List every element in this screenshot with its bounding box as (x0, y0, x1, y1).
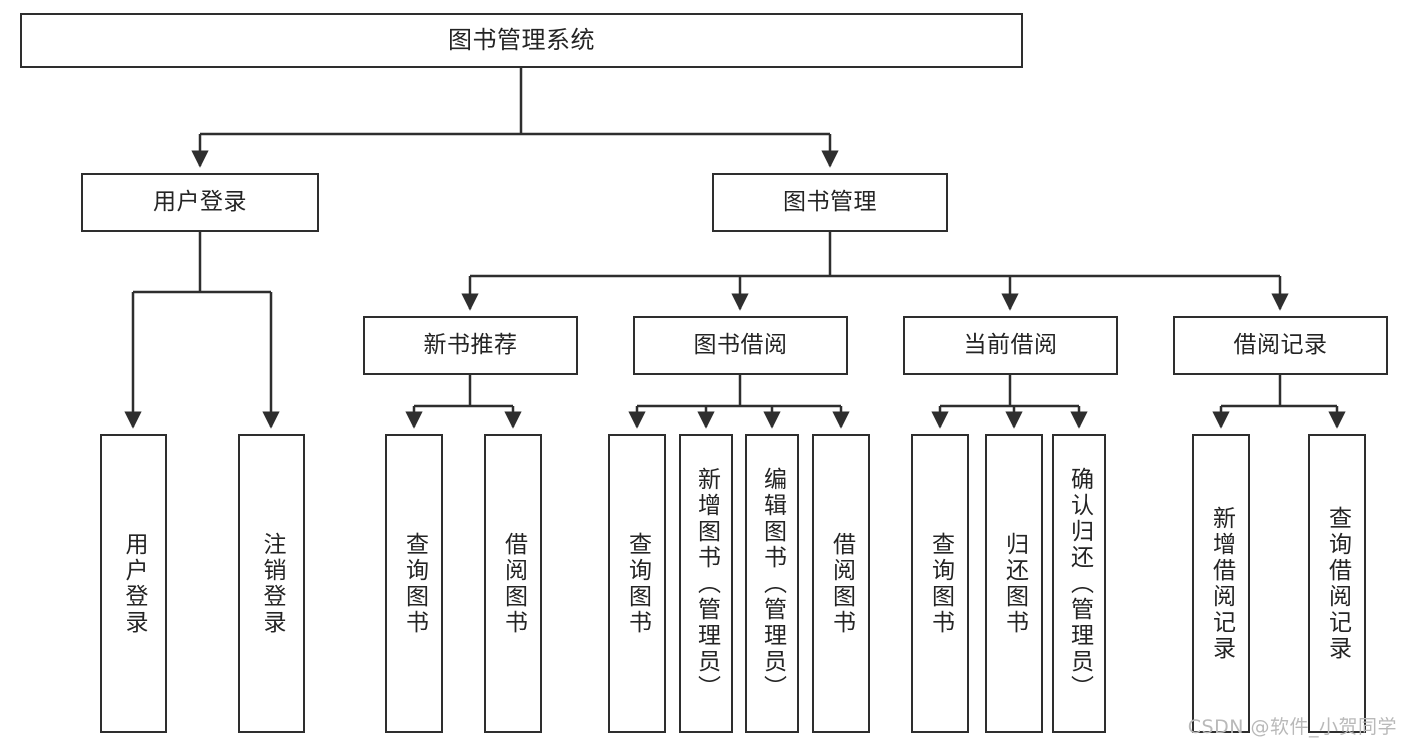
node-leaf-add-book-admin[interactable]: 新增图书（管理员） (679, 434, 733, 733)
node-book-management-label: 图书管理 (783, 189, 877, 216)
node-leaf-query-book-newbook-label: 查询图书 (401, 531, 428, 636)
node-leaf-edit-book-admin[interactable]: 编辑图书（管理员） (745, 434, 799, 733)
node-leaf-add-borrow-record[interactable]: 新增借阅记录 (1192, 434, 1250, 733)
node-leaf-return-book[interactable]: 归还图书 (985, 434, 1043, 733)
node-root[interactable]: 图书管理系统 (20, 13, 1023, 68)
node-borrow-records-label: 借阅记录 (1233, 332, 1328, 359)
node-leaf-confirm-return-admin[interactable]: 确认归还（管理员） (1052, 434, 1106, 733)
node-leaf-logout[interactable]: 注销登录 (238, 434, 305, 733)
node-leaf-query-book-borrow-label: 查询图书 (624, 531, 651, 636)
node-book-borrow[interactable]: 图书借阅 (633, 316, 848, 375)
node-new-book-recommend-label: 新书推荐 (423, 332, 518, 359)
node-book-borrow-label: 图书借阅 (693, 332, 788, 359)
node-root-label: 图书管理系统 (448, 25, 595, 54)
node-leaf-query-book-current-label: 查询图书 (927, 531, 954, 636)
node-new-book-recommend[interactable]: 新书推荐 (363, 316, 578, 375)
node-leaf-logout-label: 注销登录 (259, 531, 285, 636)
node-leaf-query-borrow-record[interactable]: 查询借阅记录 (1308, 434, 1366, 733)
node-leaf-borrow-book-newbook-label: 借阅图书 (500, 531, 527, 636)
node-current-borrow-label: 当前借阅 (963, 332, 1058, 359)
node-current-borrow[interactable]: 当前借阅 (903, 316, 1118, 375)
node-leaf-query-book-current[interactable]: 查询图书 (911, 434, 969, 733)
node-user-login-label: 用户登录 (153, 189, 247, 216)
node-book-management[interactable]: 图书管理 (712, 173, 948, 232)
node-user-login[interactable]: 用户登录 (81, 173, 319, 232)
node-leaf-user-login[interactable]: 用户登录 (100, 434, 167, 733)
node-leaf-return-book-label: 归还图书 (1001, 531, 1028, 636)
node-leaf-borrow-book-newbook[interactable]: 借阅图书 (484, 434, 542, 733)
node-leaf-add-book-admin-label: 新增图书（管理员） (693, 466, 720, 701)
node-borrow-records[interactable]: 借阅记录 (1173, 316, 1388, 375)
node-leaf-query-book-borrow[interactable]: 查询图书 (608, 434, 666, 733)
csdn-watermark: CSDN @软件_小贺同学 (1187, 716, 1397, 738)
node-leaf-user-login-label: 用户登录 (121, 531, 147, 636)
node-leaf-query-book-newbook[interactable]: 查询图书 (385, 434, 443, 733)
node-leaf-lend-book-label: 借阅图书 (828, 531, 855, 636)
node-leaf-lend-book[interactable]: 借阅图书 (812, 434, 870, 733)
node-leaf-edit-book-admin-label: 编辑图书（管理员） (759, 466, 786, 701)
node-leaf-query-borrow-record-label: 查询借阅记录 (1324, 505, 1351, 662)
node-leaf-add-borrow-record-label: 新增借阅记录 (1208, 505, 1235, 662)
node-leaf-confirm-return-admin-label: 确认归还（管理员） (1066, 466, 1093, 701)
